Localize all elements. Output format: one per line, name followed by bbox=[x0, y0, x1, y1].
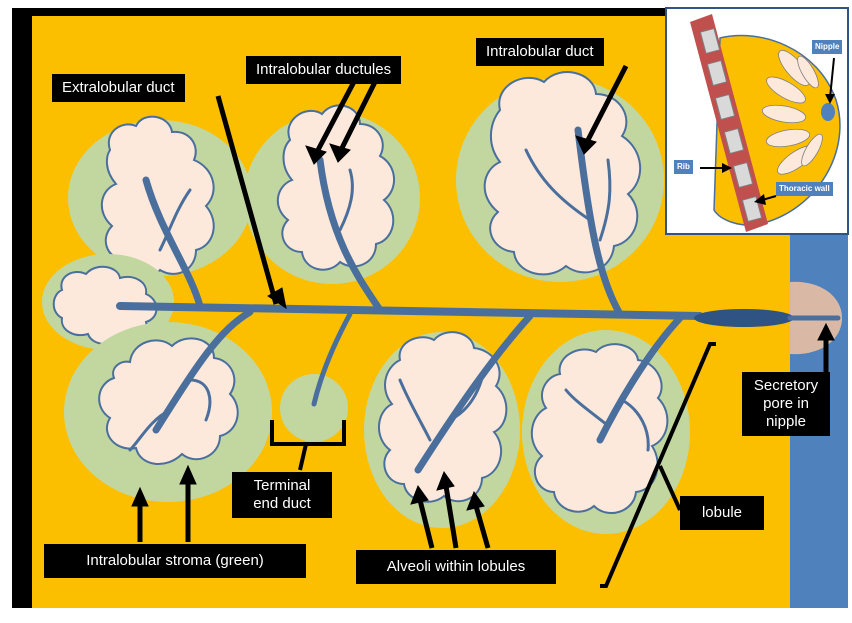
terminal-end-duct-line-1: Terminal bbox=[242, 477, 322, 495]
secretory-pore-label: Secretory pore in nipple bbox=[742, 372, 830, 436]
inset-rib-label: Rib bbox=[674, 160, 693, 174]
intralobular-stroma-text: Intralobular stroma (green) bbox=[86, 552, 264, 569]
intralobular-stroma-label: Intralobular stroma (green) bbox=[44, 544, 306, 578]
alveoli-text: Alveoli within lobules bbox=[387, 558, 525, 575]
alveoli-label: Alveoli within lobules bbox=[356, 550, 556, 584]
terminal-end-duct-line-2: end duct bbox=[242, 495, 322, 513]
inset-nipple-text: Nipple bbox=[815, 42, 839, 51]
secretory-pore-line-2: pore in bbox=[752, 395, 820, 413]
inset-thoracic-wall-text: Thoracic wall bbox=[779, 184, 830, 193]
inset-rib-text: Rib bbox=[677, 162, 690, 171]
intralobular-ductules-text: Intralobular ductules bbox=[256, 61, 391, 78]
lobule-label: lobule bbox=[680, 496, 764, 530]
extralobular-duct-label: Extralobular duct bbox=[52, 74, 185, 102]
lobule-text: lobule bbox=[702, 504, 742, 521]
inset-nipple-label: Nipple bbox=[812, 40, 842, 54]
lobule-6 bbox=[280, 374, 348, 442]
intralobular-ductules-label: Intralobular ductules bbox=[246, 56, 401, 84]
terminal-end-duct-label: Terminal end duct bbox=[232, 472, 332, 518]
inset-thoracic-wall-label: Thoracic wall bbox=[776, 182, 833, 196]
intralobular-duct-label: Intralobular duct bbox=[476, 38, 604, 66]
secretory-pore-line-1: Secretory bbox=[752, 377, 820, 395]
secretory-pore-line-3: nipple bbox=[752, 413, 820, 431]
extralobular-duct-text: Extralobular duct bbox=[62, 79, 175, 96]
intralobular-duct-text: Intralobular duct bbox=[486, 43, 594, 60]
